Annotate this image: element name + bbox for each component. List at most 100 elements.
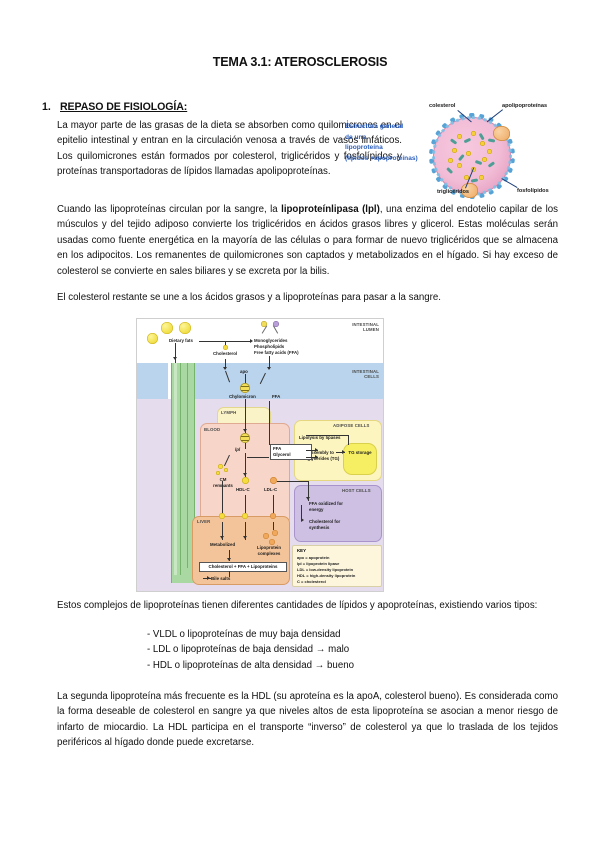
connector-lpl-down (245, 453, 246, 477)
label-ldl-c: LDL-C (264, 487, 278, 492)
bile-vessel-tube (187, 363, 195, 569)
key-abbr: HDL (297, 573, 306, 578)
region-title-intestinal-cells: INTESTINAL CELLS (352, 369, 379, 379)
key-abbr: LDL (297, 567, 305, 572)
label-tg-storage: TG storage (348, 450, 372, 455)
label-phospholipids: fosfolípidos (517, 188, 549, 194)
label-monoglycerides: Monoglycerides (254, 338, 288, 343)
arrow-to-hdl (243, 473, 247, 476)
paragraph-2: Cuando las lipoproteínas circulan por la… (57, 202, 558, 279)
arrow-into-host-cells (306, 497, 310, 500)
cm-remnant-particle-icon (224, 468, 228, 472)
key-abbr: apo (297, 555, 305, 560)
connector-cm-to-lpl (245, 443, 246, 449)
key-entry-apo: apo = apoprotein (297, 555, 329, 560)
key-entry-hdl: HDL = high-density lipoprotein (297, 573, 355, 578)
region-title-adipose-cells: ADIPOSE CELLS (333, 423, 370, 428)
cholesterol-dot-icon (457, 134, 462, 139)
connector-ffa-into-cell (269, 356, 270, 369)
caption-line-1: Estructura general (345, 123, 404, 130)
liver-uptake-ldl-icon (270, 513, 276, 519)
arrow-chylomicron-to-blood (243, 429, 247, 432)
tg-storage-blob (343, 443, 377, 475)
label-dietary-fats: Dietary fats (169, 338, 193, 343)
key-title: KEY (297, 548, 307, 553)
list-item: - VLDL o lipoproteínas de muy baja densi… (147, 629, 341, 640)
arrow-metabolized-to-box (227, 558, 231, 561)
arrow-ffa-to-reassembly (315, 447, 318, 452)
paragraph-1: La mayor parte de las grasas de la dieta… (57, 120, 402, 178)
lipoprotein-structure-figure: Estructura general de una lipoproteína (… (345, 100, 560, 200)
list-item: - LDL o lipoproteínas de baja densidad →… (147, 644, 350, 656)
document-body: TEMA 3.1: ATEROSCLEROSIS 1.REPASO DE FIS… (42, 0, 558, 848)
page-title: TEMA 3.1: ATEROSCLEROSIS (212, 55, 388, 69)
caption-line-2: de una (345, 133, 367, 141)
arrow-cholesterol-into-cell (223, 367, 227, 370)
cholesterol-dot-icon (464, 175, 469, 180)
list-item: - HDL o lipoproteínas de alta densidad →… (147, 659, 354, 671)
key-text: lipoprotein lipase (306, 561, 340, 566)
label-lipolysis-by-lipases: Lipolysis by lipases (299, 435, 341, 440)
connector-to-tg-storage (336, 452, 345, 453)
chylomicron-in-blood-icon (240, 433, 250, 443)
diagram-key-box (292, 545, 382, 587)
label-ffa-cell: FFA (272, 394, 281, 399)
dietary-fat-globule-icon (161, 322, 173, 334)
key-eq: = (305, 555, 308, 560)
caption-line-4: (lípidos +apoproteínas) (345, 154, 418, 162)
lipoprotein-complex-icon (263, 533, 269, 539)
arrow-cholesterol-synthesis (301, 517, 304, 522)
key-eq: = (301, 579, 304, 584)
connector-chylomicron-to-blood (245, 399, 246, 433)
key-entry-c: C = cholesterol (297, 579, 326, 584)
paragraph-2-pre: Cuando las lipoproteínas circulan por la… (57, 204, 282, 215)
connector-ldl-to-host-cells (277, 481, 309, 482)
connector-host-cholesterol (301, 505, 302, 521)
lipoprotein-figure-caption: Estructura general de una lipoproteína (… (345, 122, 427, 164)
section-title: REPASO DE FISIOLOGÍA: (60, 101, 188, 113)
enzyme-head (273, 321, 279, 327)
arrow-ffa-into-cell (267, 367, 271, 370)
paragraph-2-post: , una enzima del endotelio capilar de lo… (57, 204, 558, 277)
connector-box-to-bile (229, 571, 230, 577)
arrow-to-products (250, 338, 253, 343)
lipoprotein-complex-icon (272, 530, 278, 536)
key-abbr: C (297, 579, 300, 584)
label-cholesterol-for-synthesis: Cholesterol for synthesis (309, 519, 341, 530)
arrow-lumen-to-vessel (173, 357, 177, 360)
connector-lipolysis-down (348, 435, 349, 445)
cholesterol-dot-icon (471, 131, 476, 136)
connector-hdl-to-liver (245, 495, 246, 515)
key-entry-ldl: LDL = low-density lipoprotein (297, 567, 353, 572)
label-cm-remnants: CM remnants (213, 477, 233, 488)
key-eq: = (306, 573, 309, 578)
connector-apo-down (245, 374, 246, 384)
arrow-liver-metabolized-a (220, 536, 224, 539)
chylomicron-particle-icon (240, 383, 250, 393)
arrow-glycerol-to-reassembly (315, 454, 318, 459)
label-cholesterol-lumen: Cholesterol (213, 351, 238, 356)
box-ffa-glycerol: FFA Glycerol (270, 444, 312, 460)
label-lpl: lpl (235, 447, 241, 452)
connector-ldl-to-complexes (273, 522, 274, 530)
cholesterol-dot-icon (479, 175, 484, 180)
region-title-liver: LIVER (197, 519, 211, 524)
region-title-lymph: LYMPH (221, 410, 237, 415)
cholesterol-dot-icon (487, 149, 492, 154)
label-cholesterol: colesterol (429, 103, 456, 109)
box-cholesterol-ffa-lipoproteins: Cholesterol + FFA + Lipoproteins (199, 562, 287, 572)
arrow-bile-salts (207, 575, 210, 580)
label-phospholipids: Phospholipids (254, 344, 285, 349)
cholesterol-dot-icon (471, 167, 476, 172)
ldl-particle-icon (270, 477, 277, 484)
section-heading: 1.REPASO DE FISIOLOGÍA: (42, 101, 558, 113)
label-ffa-oxidized-for-energy: FFA oxidized for energy (309, 501, 343, 512)
connector-adipose-lipolysis (306, 435, 348, 436)
dietary-fat-globule-icon (179, 322, 191, 334)
connector-cholesterol-down (225, 341, 226, 347)
region-title-blood: BLOOD (204, 427, 221, 432)
label-bile-salts: Bile salts (211, 576, 231, 581)
key-text: high-density lipoprotein (309, 573, 356, 578)
lipoprotein-complex-icon (269, 539, 275, 545)
